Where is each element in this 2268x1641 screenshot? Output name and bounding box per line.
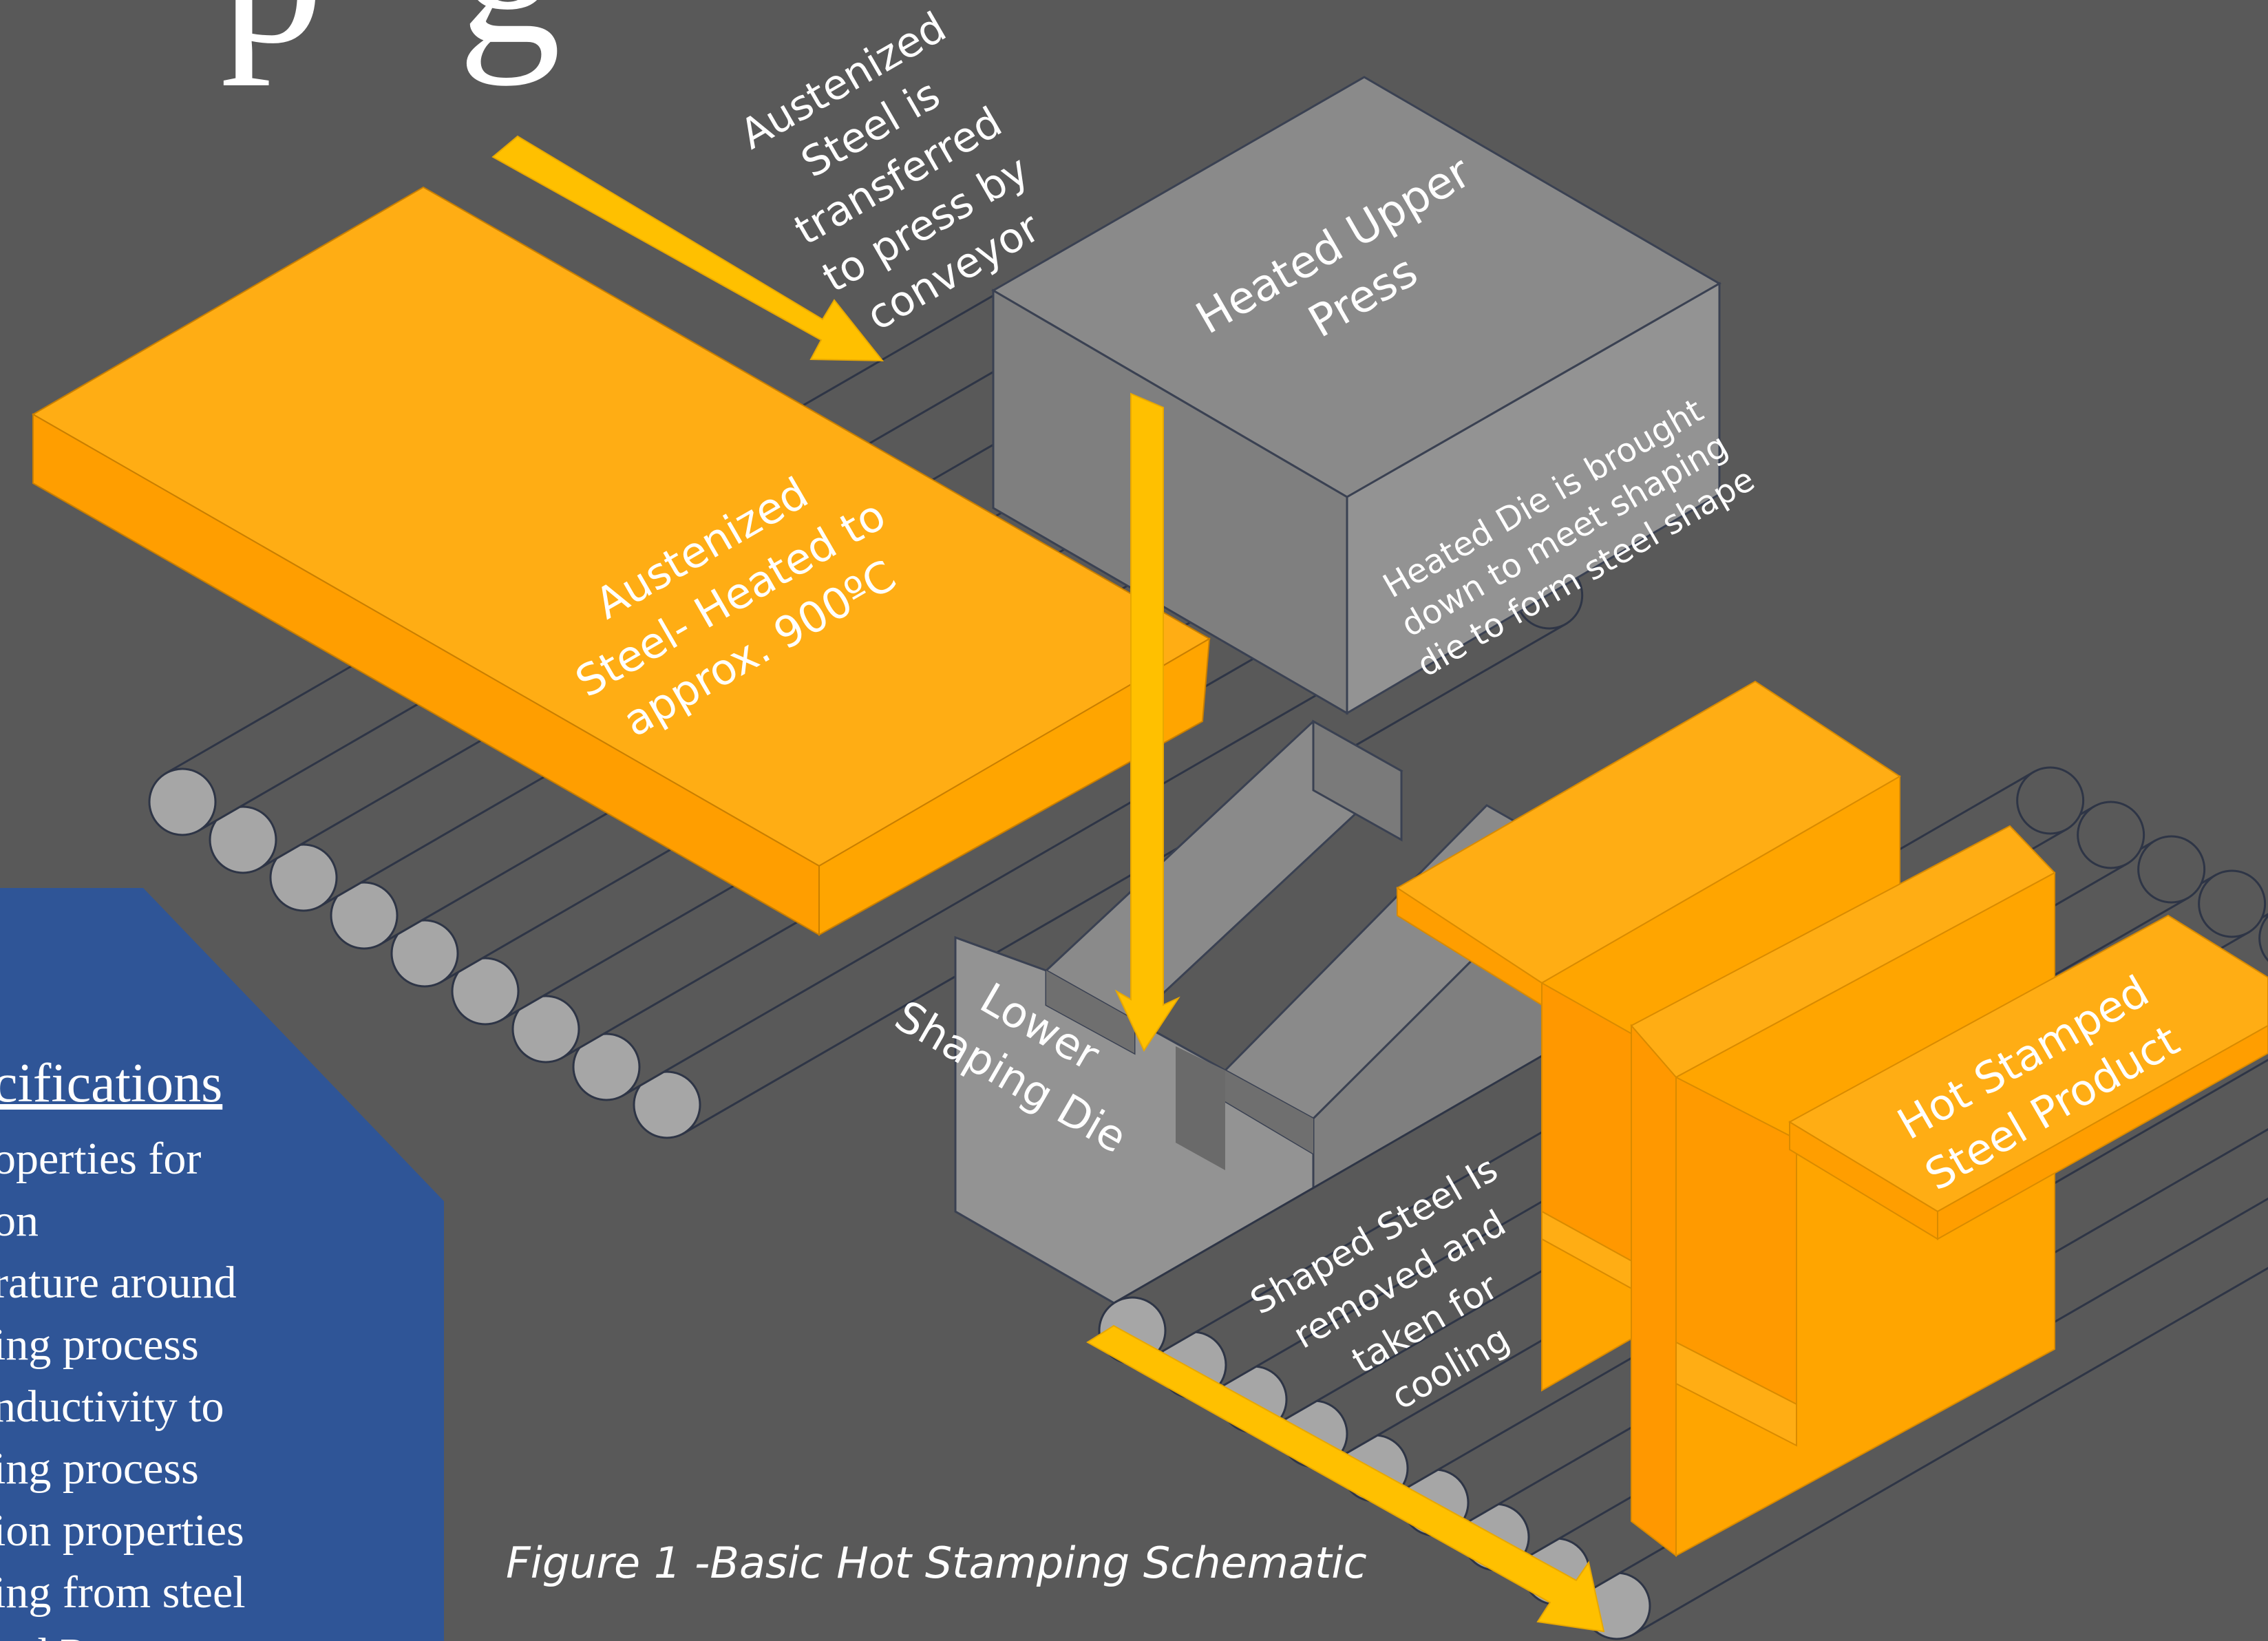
- panel-line: ted Patent: [0, 1629, 173, 1641]
- panel-line: ing from steel: [0, 1567, 246, 1618]
- panel-line: operties for: [0, 1134, 201, 1184]
- panel-line: on: [0, 1196, 39, 1246]
- specifications-panel: cifications operties for on rature around i…: [0, 888, 444, 1641]
- output-arrow-down-right-icon: [1086, 1324, 1605, 1633]
- arrow-down-icon: [1114, 392, 1180, 1052]
- panel-line: ing process: [0, 1443, 199, 1494]
- figure-caption: Figure 1 -Basic Hot Stamping Schematic: [506, 1538, 1367, 1588]
- panel-line: nductivity to: [0, 1381, 224, 1432]
- arrow-down-right-icon: [491, 135, 884, 362]
- panel-line: ing process: [0, 1320, 199, 1370]
- austenized-steel-slab: [32, 186, 1211, 936]
- title-fragment: p g: [220, 0, 602, 87]
- panel-line: rature around: [0, 1258, 237, 1308]
- panel-title: cifications: [0, 1053, 222, 1114]
- hot-stamped-product: [1396, 680, 2268, 1558]
- heated-upper-press: [991, 76, 1722, 715]
- panel-line: ion properties: [0, 1505, 244, 1556]
